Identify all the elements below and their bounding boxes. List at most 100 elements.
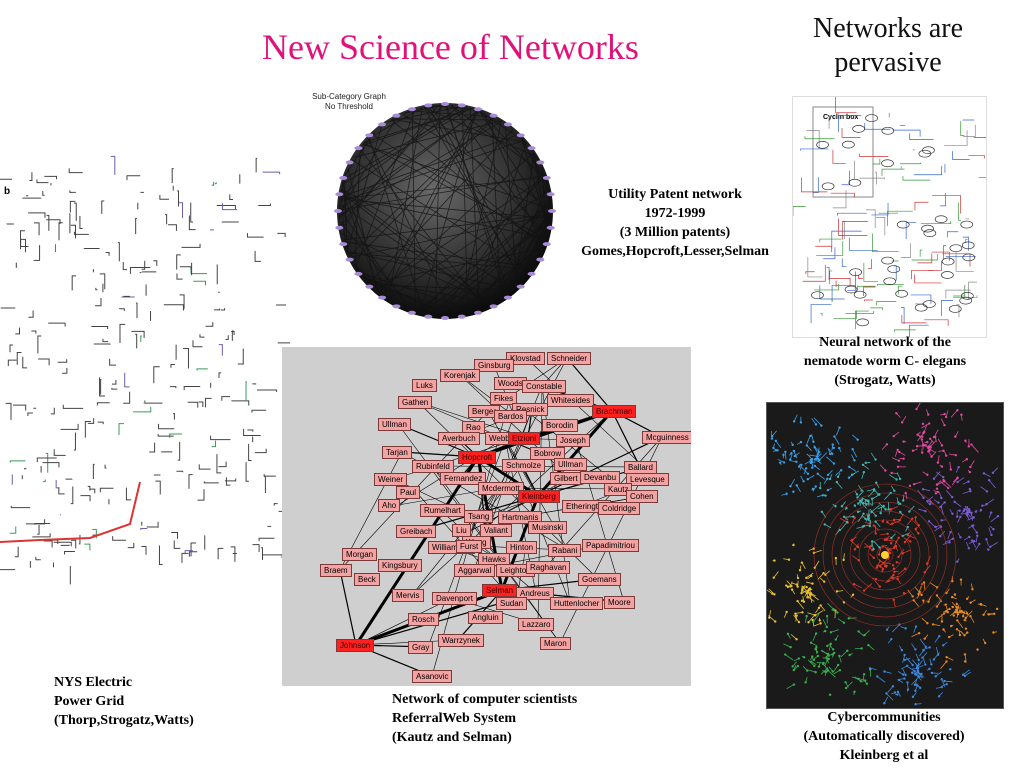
sphere-dot <box>345 257 354 262</box>
cyber-node <box>903 567 907 570</box>
cyber-node <box>904 627 907 630</box>
coauthor-node: Rosch <box>408 613 439 626</box>
cyber-node <box>881 520 885 523</box>
cyber-node <box>945 655 948 659</box>
cyber-node <box>814 423 818 426</box>
grid-line <box>218 372 222 378</box>
cyber-link <box>933 651 940 660</box>
cyber-node <box>814 647 817 651</box>
cyber-node <box>952 614 956 617</box>
grid-line <box>102 338 109 343</box>
coauthor-node: Levesque <box>626 473 669 486</box>
grid-line <box>9 344 14 353</box>
cyber-node <box>784 653 787 656</box>
sphere-dot <box>474 107 483 112</box>
sphere-line <box>340 189 495 305</box>
sphere-line <box>353 120 502 158</box>
sphere-line <box>435 105 441 317</box>
cyber-link <box>937 455 940 463</box>
grid-line <box>170 363 175 368</box>
cyber-link <box>902 532 911 537</box>
cyber-link <box>849 539 859 548</box>
cyber-node <box>970 443 973 446</box>
cyber-link <box>827 603 834 610</box>
cyber-node <box>786 632 790 636</box>
cyber-node <box>890 637 893 641</box>
grid-line <box>60 423 79 430</box>
cyber-node <box>782 461 786 464</box>
grid-line <box>177 441 181 461</box>
grid-line <box>87 485 91 491</box>
grid-line <box>179 294 185 309</box>
grid-line <box>118 423 125 436</box>
neural-line <box>909 133 934 140</box>
grid-line <box>73 231 89 235</box>
cyber-link <box>915 673 923 678</box>
cyber-node <box>825 614 829 618</box>
cyber-link <box>785 654 794 661</box>
patent-inset-label: Sub-Category Graph No Threshold <box>304 92 394 112</box>
grid-line <box>50 407 55 415</box>
cyber-node <box>807 621 810 624</box>
neural-line <box>877 283 904 286</box>
cyber-node <box>876 675 879 678</box>
neural-line <box>952 151 970 160</box>
grid-line <box>204 397 212 408</box>
grid-line <box>9 460 26 463</box>
grid-line <box>218 461 227 468</box>
cyber-node <box>914 683 917 686</box>
cyber-node <box>824 494 827 497</box>
neural-line <box>836 212 867 216</box>
cyber-node <box>832 462 836 465</box>
cyber-node <box>789 458 792 461</box>
cyber-node <box>877 493 880 496</box>
grid-line <box>248 443 252 462</box>
coauthor-edge <box>427 415 515 648</box>
coauthor-node: Klovstad <box>506 352 545 365</box>
sphere-line <box>346 250 516 291</box>
cyber-link <box>802 587 811 595</box>
grid-line <box>68 168 83 174</box>
cyber-link <box>925 445 931 452</box>
cyber-node <box>968 487 972 491</box>
cyber-caption-line-2: (Automatically discovered) <box>803 729 965 744</box>
grid-line <box>22 356 28 369</box>
grid-line <box>158 545 163 566</box>
grid-line <box>70 486 74 505</box>
cyber-node <box>865 682 869 685</box>
cyber-node <box>860 489 863 492</box>
grid-line <box>216 204 236 210</box>
sphere-dot <box>546 192 555 197</box>
coauthor-caption-line-1: Network of computer scientists <box>392 692 578 707</box>
grid-line <box>172 185 174 191</box>
grid-line <box>31 330 37 334</box>
cyber-node <box>815 645 818 649</box>
cyber-node <box>864 461 867 465</box>
sphere-line <box>535 155 539 162</box>
cyber-node <box>832 651 836 655</box>
cyber-node <box>866 499 870 502</box>
grid-line <box>46 219 61 224</box>
coauthor-node: Moore <box>604 596 635 609</box>
grid-line <box>277 342 297 344</box>
cyber-node <box>956 515 959 518</box>
cyber-link <box>775 440 782 449</box>
grid-line <box>231 330 235 335</box>
cyber-ring <box>876 546 894 564</box>
grid-line <box>20 240 29 248</box>
cyber-node <box>924 645 928 649</box>
grid-line <box>69 200 76 213</box>
cyber-node <box>896 693 899 696</box>
grid-line <box>264 475 266 494</box>
neural-node <box>941 257 955 266</box>
sphere-line <box>343 107 468 180</box>
cyber-link <box>857 490 865 498</box>
cyber-node <box>868 524 871 528</box>
cyber-node <box>812 620 815 623</box>
cyber-link <box>921 647 930 651</box>
neural-line <box>872 158 881 165</box>
cyber-node <box>914 516 917 519</box>
cyber-link <box>873 540 880 548</box>
cyber-node <box>926 500 929 503</box>
cyber-node <box>850 473 854 476</box>
